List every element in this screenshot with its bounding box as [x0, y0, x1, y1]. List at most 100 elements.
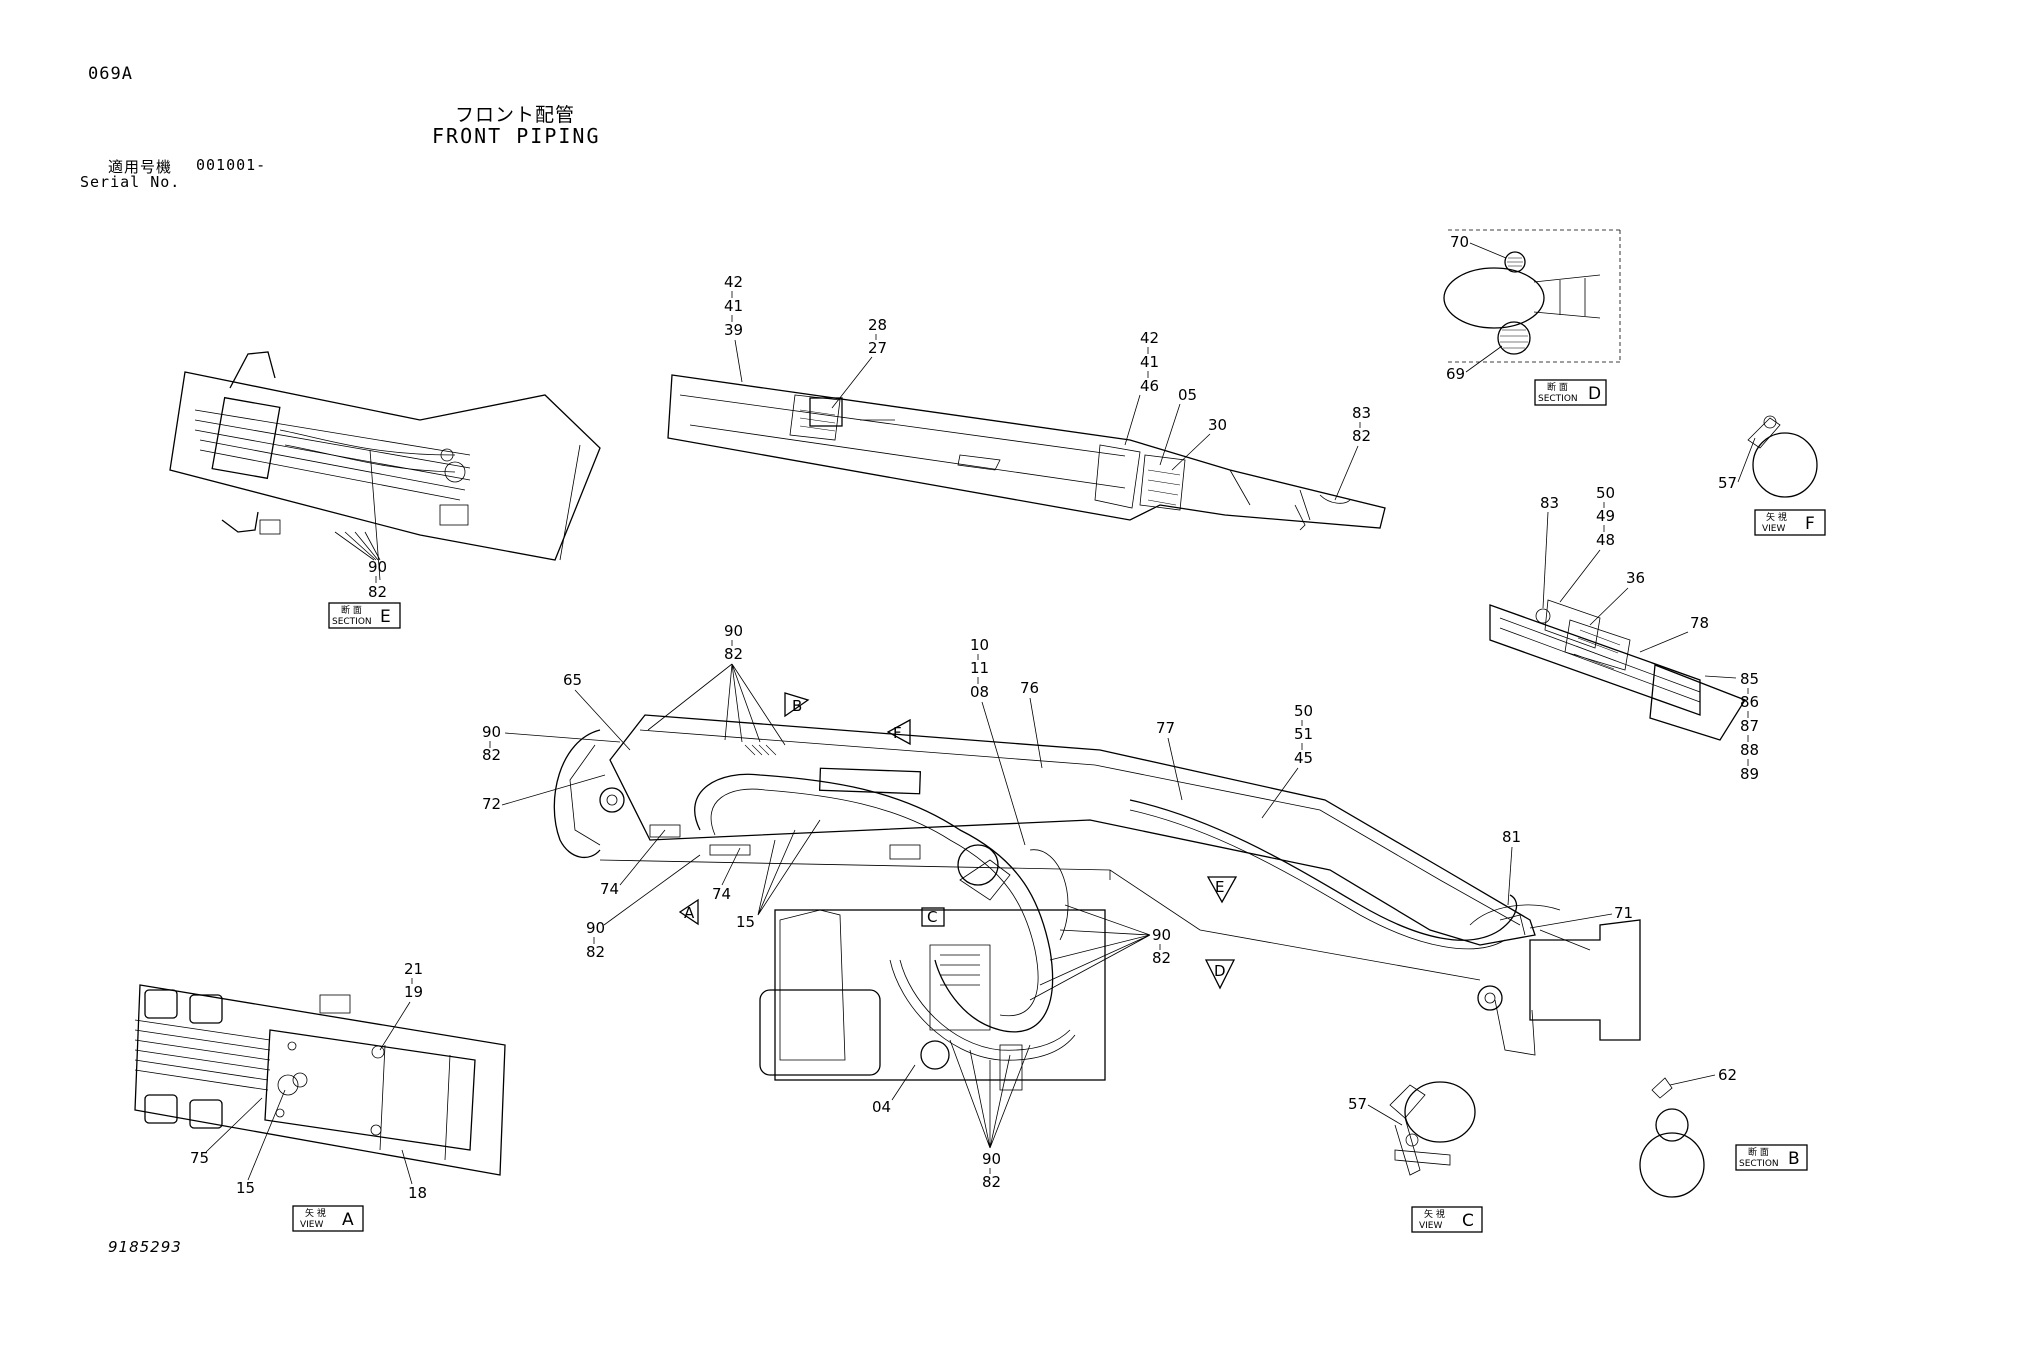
callout-main-74-a: 74: [600, 829, 666, 898]
serial-label-english: Serial No.: [80, 173, 181, 191]
callout-main-74-b: 74: [712, 847, 741, 903]
view-arrow-c: C: [921, 907, 945, 927]
arm-assembly: [667, 374, 1386, 531]
box-en: VIEW: [1762, 524, 1785, 534]
callout-number: 10: [970, 636, 989, 654]
callout-main-90-82-bottom: 90 82: [949, 1039, 1031, 1191]
box-jp: 矢 視: [305, 1207, 326, 1219]
section-label-box-b: 断 面 SECTION B: [1735, 1144, 1808, 1171]
callout-number: 30: [1208, 416, 1227, 434]
view-f-detail: [1747, 415, 1818, 498]
callout-number: 90: [724, 622, 743, 640]
callout-number: 82: [368, 583, 387, 601]
callout-number: 46: [1140, 377, 1159, 395]
view-a-detail: [134, 984, 506, 1176]
callout-main-90-82-right: 90 82: [1029, 904, 1171, 1001]
callout-number: 57: [1348, 1095, 1367, 1113]
callout-bucket-36: 36: [1589, 569, 1645, 626]
callout-arm-42-41-46: 42 41 46: [1124, 329, 1159, 446]
callout-number: 78: [1690, 614, 1709, 632]
callout-arm-30: 30: [1171, 416, 1227, 471]
callout-number: 57: [1718, 474, 1737, 492]
arrow-letter: A: [684, 904, 695, 922]
callout-number: 82: [1152, 949, 1171, 967]
callout-arm-42-41-39: 42 41 39: [724, 273, 743, 383]
callout-view-a-18: 18: [401, 1149, 427, 1202]
section-b-detail: [1639, 1077, 1705, 1198]
callout-number: 82: [724, 645, 743, 663]
callout-number: 39: [724, 321, 743, 339]
callout-sec-d-70: 70: [1450, 233, 1507, 259]
callout-arm-83-82: 83 82: [1334, 404, 1371, 501]
callout-number: 42: [724, 273, 743, 291]
callout-arm-28-27: 28 27: [831, 316, 887, 409]
callout-number: 81: [1502, 828, 1521, 846]
callout-main-71: 71: [1529, 904, 1633, 929]
arrow-letter: F: [893, 724, 902, 742]
main-boom-assembly: [553, 714, 1641, 1091]
callout-main-65: 65: [563, 671, 631, 751]
arrow-letter: B: [792, 697, 802, 715]
callout-number: 75: [190, 1149, 209, 1167]
callout-number: 49: [1596, 507, 1615, 525]
callout-number: 05: [1178, 386, 1197, 404]
view-label-box-c: 矢 視 VIEW C: [1411, 1206, 1483, 1233]
callout-number: 11: [970, 659, 989, 677]
callout-main-15: 15: [736, 819, 821, 931]
callout-number: 70: [1450, 233, 1469, 251]
view-arrow-a: A: [678, 898, 699, 926]
bucket-detail: [1489, 599, 1746, 741]
box-en: VIEW: [1419, 1221, 1442, 1231]
callout-view-c-57: 57: [1348, 1095, 1403, 1126]
callout-view-a-15: 15: [236, 1089, 286, 1197]
callout-number: 90: [586, 919, 605, 937]
view-arrow-b: B: [784, 692, 810, 718]
box-en: SECTION: [332, 617, 372, 627]
title-english: FRONT PIPING: [432, 124, 601, 148]
callout-view-a-75: 75: [190, 1097, 263, 1167]
callout-number: 72: [482, 795, 501, 813]
section-e-detail: [169, 351, 601, 581]
serial-number: 001001-: [196, 156, 267, 174]
arrow-letter: E: [1215, 878, 1224, 896]
callout-number: 28: [868, 316, 887, 334]
callout-number: 82: [482, 746, 501, 764]
box-jp: 断 面: [1748, 1146, 1769, 1158]
box-jp: 断 面: [1547, 381, 1568, 393]
callout-number: 82: [982, 1173, 1001, 1191]
arrow-letter: C: [927, 908, 937, 926]
callout-number: 15: [736, 913, 755, 931]
box-letter: A: [342, 1210, 354, 1230]
callout-number: 04: [872, 1098, 891, 1116]
callout-number: 82: [1352, 427, 1371, 445]
callout-number: 62: [1718, 1066, 1737, 1084]
callout-bucket-85-89: 85 86 87 88 89: [1704, 670, 1759, 783]
callout-main-81: 81: [1502, 828, 1521, 906]
callout-view-f-57: 57: [1718, 437, 1756, 492]
callout-number: 18: [408, 1184, 427, 1202]
callout-number: 87: [1740, 717, 1759, 735]
callout-main-90-82-top: 90 82: [647, 622, 786, 746]
callout-number: 48: [1596, 531, 1615, 549]
callout-number: 36: [1626, 569, 1645, 587]
callout-number: 86: [1740, 693, 1759, 711]
callout-number: 74: [712, 885, 731, 903]
arrow-letter: D: [1214, 962, 1226, 980]
box-letter: C: [1462, 1211, 1474, 1231]
callout-number: 76: [1020, 679, 1039, 697]
callout-number: 50: [1294, 702, 1313, 720]
section-label-box-e: 断 面 SECTION E: [328, 602, 401, 629]
callout-view-a-21-19: 21 19: [379, 960, 423, 1051]
callout-number: 15: [236, 1179, 255, 1197]
section-d-detail: [1443, 229, 1621, 363]
callout-main-90-82-low: 90 82: [586, 854, 701, 961]
drawing-number: 9185293: [108, 1238, 182, 1256]
callout-main-76: 76: [1020, 679, 1043, 769]
callout-number: 51: [1294, 725, 1313, 743]
view-arrow-e: E: [1206, 876, 1238, 904]
callout-number: 77: [1156, 719, 1175, 737]
box-en: SECTION: [1739, 1159, 1779, 1169]
callout-sec-b-62: 62: [1669, 1066, 1737, 1086]
callout-sec-d-69: 69: [1446, 345, 1503, 383]
